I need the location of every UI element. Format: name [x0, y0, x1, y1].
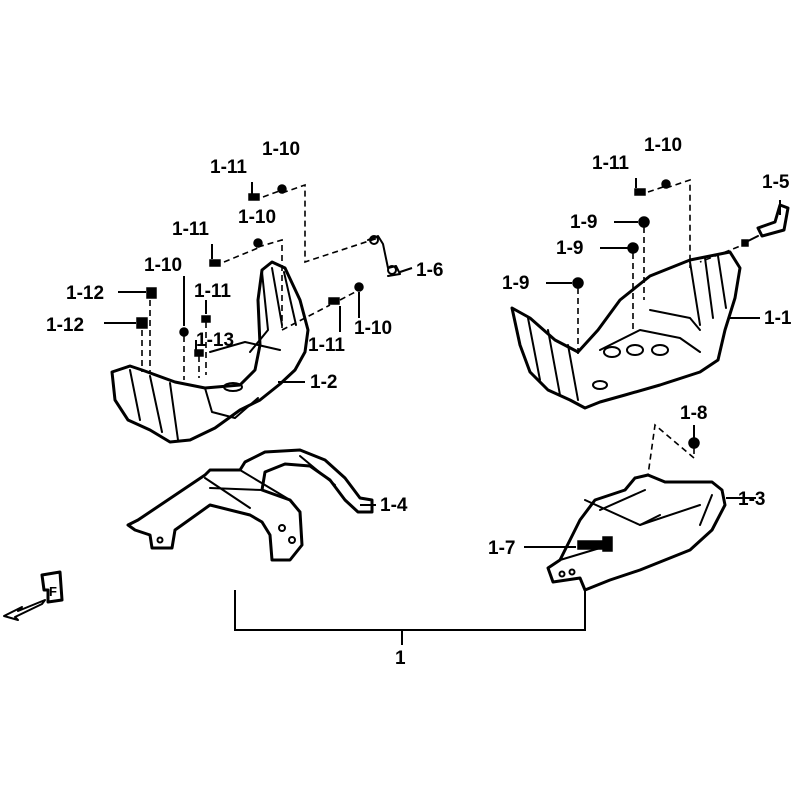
leader-lines — [104, 178, 781, 548]
callout-1-3: 1-3 — [738, 489, 765, 510]
bolt-icon — [328, 297, 340, 305]
callout-1-10: 1-10 — [354, 318, 392, 339]
long-bolt-icon — [577, 540, 603, 550]
bolt-head-icon — [688, 437, 700, 449]
callout-1-2: 1-2 — [310, 372, 337, 393]
front-direction-icon — [3, 570, 64, 621]
callout-1-9: 1-9 — [556, 238, 583, 259]
callout-1-4: 1-4 — [380, 495, 408, 516]
callout-1-10: 1-10 — [262, 139, 300, 160]
callout-1-9: 1-9 — [570, 212, 597, 233]
callout-1-1: 1-1 — [764, 308, 792, 329]
left-floorboard — [110, 260, 310, 444]
bolt-icon — [248, 193, 260, 201]
callout-1-assembly: 1 — [395, 648, 406, 669]
callout-1-13: 1-13 — [196, 330, 234, 351]
callout-1-6: 1-6 — [416, 260, 443, 281]
clip-icon — [146, 287, 157, 299]
link-rod — [367, 235, 401, 277]
callout-1-5: 1-5 — [762, 172, 790, 193]
callout-1-10: 1-10 — [238, 207, 276, 228]
callout-1-12: 1-12 — [46, 315, 84, 336]
assembly-lines — [141, 178, 749, 476]
front-indicator-label: F — [49, 584, 57, 599]
callout-1-11: 1-11 — [592, 153, 629, 174]
bolt-icon — [209, 259, 221, 267]
bolt-head-icon — [627, 242, 639, 254]
callout-1-11: 1-11 — [194, 281, 231, 302]
assembly-bracket — [234, 590, 586, 631]
bolt-head-icon — [602, 536, 613, 552]
bolt-icon — [201, 315, 211, 323]
callout-1-11: 1-11 — [172, 219, 209, 240]
nut-icon — [179, 327, 189, 337]
right-floorboard — [510, 250, 742, 410]
left-frame-bracket — [126, 448, 374, 562]
small-bracket — [741, 203, 790, 247]
bolt-icon — [634, 188, 646, 196]
callout-1-10: 1-10 — [144, 255, 182, 276]
clip-icon — [136, 317, 148, 329]
right-frame-bracket — [546, 473, 727, 592]
callout-1-10: 1-10 — [644, 135, 682, 156]
callout-1-8: 1-8 — [680, 403, 707, 424]
callout-1-7: 1-7 — [488, 538, 515, 559]
callout-1-12: 1-12 — [66, 283, 104, 304]
callout-1-11: 1-11 — [210, 157, 247, 178]
bolt-head-icon — [572, 277, 584, 289]
callout-labels: 1-11 1-10 1-11 1-10 1-10 1-11 1-12 1-12 … — [46, 135, 792, 669]
callout-1-9: 1-9 — [502, 273, 529, 294]
nut-icon — [354, 282, 364, 292]
bolt-head-icon — [638, 216, 650, 228]
callout-1-11: 1-11 — [308, 335, 345, 356]
